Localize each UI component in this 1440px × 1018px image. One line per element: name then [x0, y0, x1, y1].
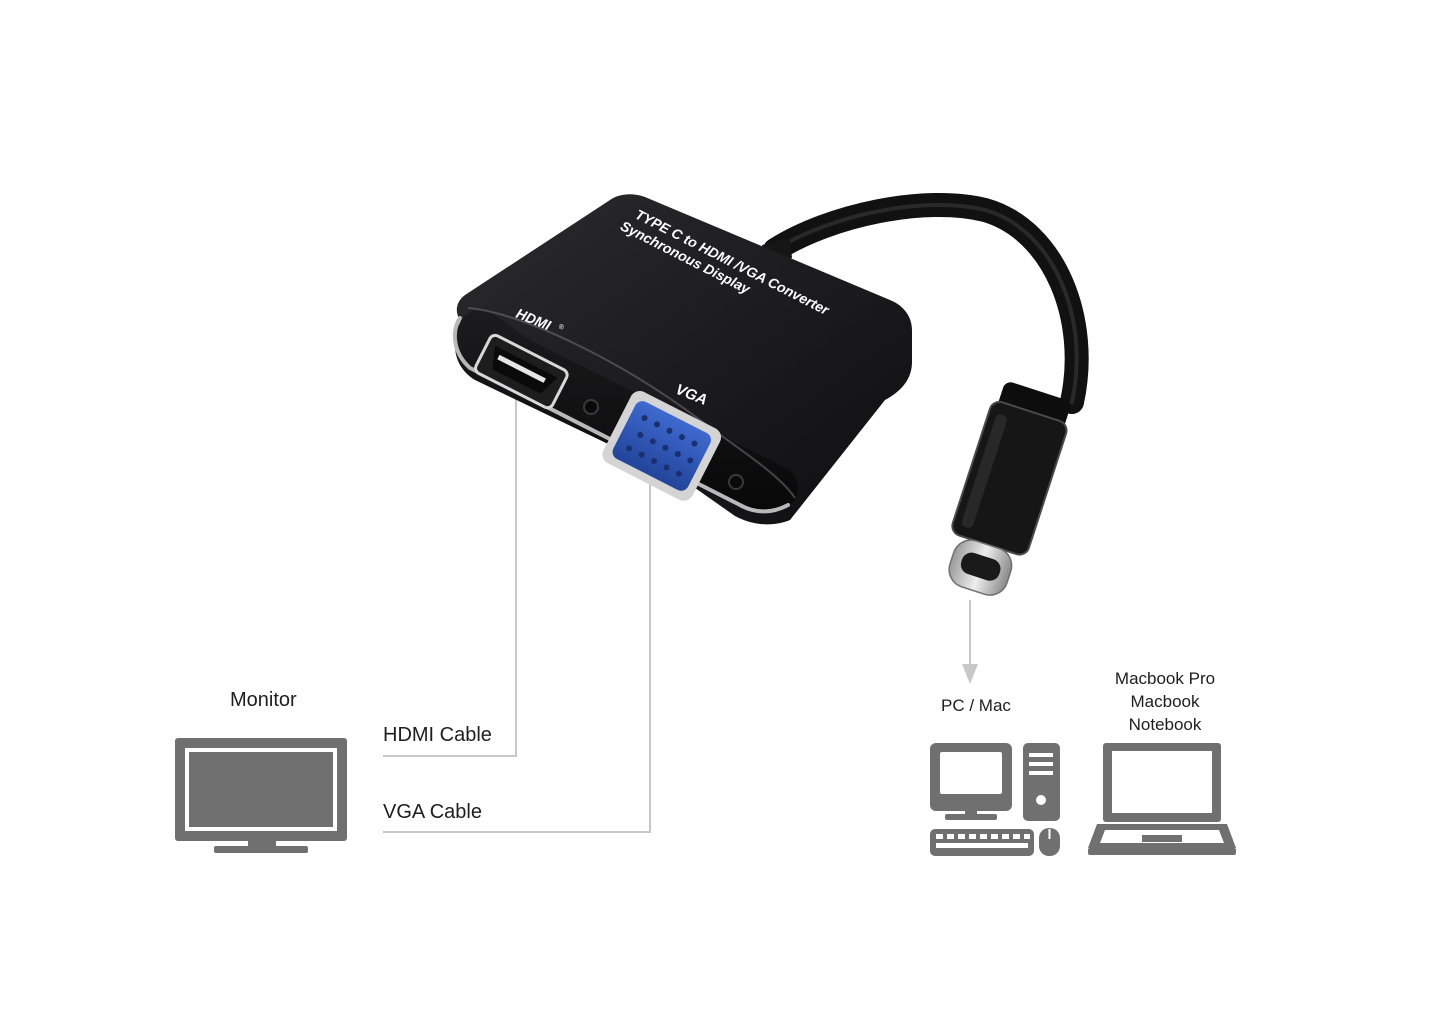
laptop-icon	[1088, 743, 1236, 855]
hdmi-cable-line	[383, 398, 516, 756]
laptop-models-label: Macbook Pro Macbook Notebook	[1095, 667, 1235, 736]
hdmi-cable-label: HDMI Cable	[383, 724, 492, 747]
usb-c-plug	[935, 378, 1076, 602]
usb-c-to-host-arrow	[962, 600, 978, 684]
laptop-model-line: Macbook Pro	[1095, 667, 1235, 690]
laptop-model-line: Macbook	[1095, 690, 1235, 713]
desktop-computer-icon	[930, 743, 1060, 856]
monitor-icon	[175, 738, 347, 853]
port-screw-hole-left	[584, 400, 598, 414]
vga-cable-label: VGA Cable	[383, 801, 482, 824]
port-screw-hole-right	[729, 475, 743, 489]
laptop-model-line: Notebook	[1095, 713, 1235, 736]
monitor-label: Monitor	[230, 689, 297, 712]
pc-mac-label: PC / Mac	[941, 696, 1011, 716]
